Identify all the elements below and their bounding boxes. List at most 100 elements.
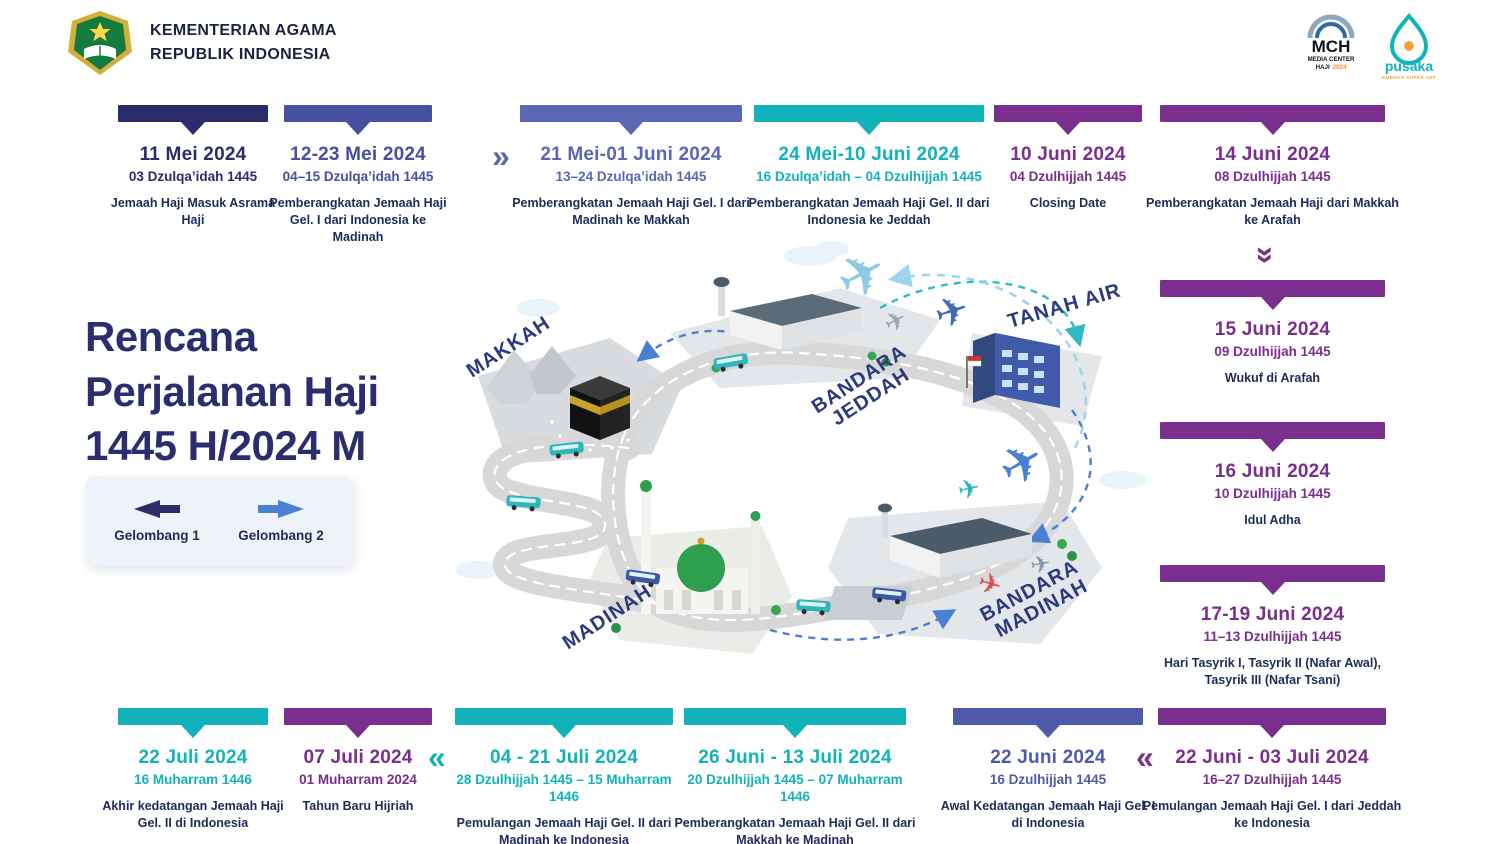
star-icon — [89, 22, 111, 42]
timeline-bar — [994, 105, 1142, 122]
timeline-desc: Tahun Baru Hijriah — [302, 798, 414, 813]
timeline-desc: Pemberangkatan Jemaah Haji dari Makkah k… — [1146, 195, 1399, 227]
plane-icon: ✈ — [929, 286, 974, 338]
madinah-site — [611, 480, 781, 633]
timeline-hijri: 16 Dzulhijjah 1445 — [989, 772, 1107, 787]
timeline-bar — [953, 708, 1143, 725]
control-tower-icon — [878, 503, 892, 513]
timeline-desc: Pemberangkatan Jemaah Haji Gel. II dari … — [674, 815, 916, 844]
indonesia-flag-icon — [966, 356, 982, 388]
timeline-desc: Pemberangkatan Jemaah Haji Gel. I dari M… — [512, 195, 750, 227]
timeline-date: 07 Juli 2024 — [303, 747, 413, 768]
ministry-name-line2: REPUBLIK INDONESIA — [150, 46, 331, 63]
timeline-hijri: 09 Dzulhijjah 1445 — [1214, 344, 1331, 359]
title-line2: Perjalanan Haji — [85, 367, 379, 415]
timeline-item: 21 Mei-01 Juni 2024 13–24 Dzulqa’idah 14… — [512, 105, 750, 229]
timeline-desc: Awal Kedatangan Jemaah Haji Gel. I di In… — [940, 798, 1156, 830]
title-line3: 1445 H/2024 M — [85, 422, 366, 470]
title-line1: Rencana — [85, 313, 257, 360]
timeline-item: 04 - 21 Juli 2024 28 Dzulhijjah 1445 – 1… — [455, 708, 673, 844]
minaret-icon — [751, 520, 760, 614]
timeline-hijri: 08 Dzulhijjah 1445 — [1214, 169, 1331, 184]
timeline-date: 22 Juni - 03 Juli 2024 — [1175, 747, 1369, 768]
timeline-hijri: 16–27 Dzulhijjah 1445 — [1202, 772, 1342, 787]
timeline-date: 16 Juni 2024 — [1214, 461, 1331, 482]
timeline-bar — [1160, 105, 1385, 122]
timeline-hijri: 03 Dzulqa’idah 1445 — [128, 169, 258, 184]
chevron-forward-icon: » — [492, 138, 510, 174]
timeline-bar — [1160, 280, 1385, 297]
legend-label-wave2: Gelombang 2 — [238, 528, 324, 543]
plane-icon: ✈ — [955, 472, 983, 506]
mosque-arches — [664, 590, 741, 610]
mch-line1: MEDIA CENTER — [1308, 56, 1355, 63]
timeline-hijri: 04 Dzulhijjah 1445 — [1009, 169, 1127, 184]
timeline-bar — [684, 708, 906, 725]
mch-acronym: MCH — [1312, 37, 1351, 56]
chevron-back-icon: « — [428, 739, 446, 775]
timeline-bar — [1158, 708, 1386, 725]
timeline-item: 12-23 Mei 2024 04–15 Dzulqa’idah 1445 Pe… — [269, 105, 447, 246]
timeline-desc: Wukuf di Arafah — [1224, 370, 1321, 385]
timeline-item: 11 Mei 2024 03 Dzulqa’idah 1445 Jemaah H… — [111, 105, 275, 229]
timeline-hijri: 04–15 Dzulqa’idah 1445 — [282, 169, 434, 184]
timeline-hijri: 10 Dzulhijjah 1445 — [1214, 486, 1331, 501]
timeline-date: 24 Mei-10 Juni 2024 — [778, 144, 960, 165]
timeline-hijri: 20 Dzulhijjah 1445 – 07 Muharram 1446 — [687, 772, 903, 804]
tanah-air-site — [966, 333, 1060, 408]
timeline-date: 14 Juni 2024 — [1214, 144, 1331, 165]
timeline-date: 15 Juni 2024 — [1214, 319, 1331, 340]
kaaba-icon — [570, 376, 630, 440]
chevron-back-icon: « — [1136, 739, 1154, 775]
timeline-bar — [118, 105, 268, 122]
timeline-date: 21 Mei-01 Juni 2024 — [540, 144, 722, 165]
timeline-desc: Hari Tasyrik I, Tasyrik II (Nafar Awal),… — [1164, 655, 1381, 687]
ministry-name-line1: KEMENTERIAN AGAMA — [150, 22, 337, 39]
left-arrow-icon — [133, 500, 180, 518]
kemenag-header: KEMENTERIAN AGAMA REPUBLIK INDONESIA — [64, 10, 337, 76]
makkah-site — [486, 346, 630, 452]
timeline-bar — [1160, 565, 1385, 582]
timeline-hijri: 16 Dzulqa’idah – 04 Dzulhijjah 1445 — [756, 169, 982, 184]
timeline-date: 11 Mei 2024 — [139, 144, 247, 165]
timeline-item: 26 Juni - 13 Juli 2024 20 Dzulhijjah 144… — [674, 708, 916, 844]
timeline-date: 10 Juni 2024 — [1010, 144, 1126, 165]
pusaka-tagline: KEMENAG SUPER APPS — [1382, 75, 1436, 80]
timeline-item: 22 Juli 2024 16 Muharram 1446 Akhir keda… — [102, 708, 284, 832]
timeline-hijri: 28 Dzulhijjah 1445 – 15 Muharram 1446 — [456, 772, 672, 804]
timeline-desc: Akhir kedatangan Jemaah Haji Gel. II di … — [102, 798, 284, 830]
timeline-bar — [455, 708, 673, 725]
minaret-icon — [641, 490, 651, 614]
legend: Gelombang 1 Gelombang 2 — [85, 476, 353, 566]
timeline-item: 22 Juni 2024 16 Dzulhijjah 1445 Awal Ked… — [941, 708, 1155, 832]
parked-plane-icon: ✈ — [1028, 550, 1052, 580]
timeline-desc: Pemulangan Jemaah Haji Gel. II dari Madi… — [456, 815, 672, 844]
mountain-icon — [486, 350, 542, 404]
control-tower-icon — [713, 277, 730, 287]
timeline-hijri: 01 Muharram 2024 — [299, 772, 417, 787]
timeline-hijri: 16 Muharram 1446 — [134, 772, 252, 787]
pusaka-logo: pusaka KEMENAG SUPER APPS — [1382, 12, 1436, 80]
page-title: Rencana Perjalanan Haji 1445 H/2024 M — [85, 310, 379, 474]
legend-gelombang-1: Gelombang 1 — [114, 499, 200, 543]
timeline-desc: Jemaah Haji Masuk Asrama Haji — [110, 195, 276, 227]
timeline-item: 15 Juni 2024 09 Dzulhijjah 1445 Wukuf di… — [1160, 280, 1385, 387]
chevron-down-icon: » — [1248, 246, 1285, 262]
timeline-hijri: 13–24 Dzulqa’idah 1445 — [555, 169, 707, 184]
timeline-desc: Closing Date — [1029, 195, 1107, 210]
green-dome-icon — [677, 544, 725, 592]
pusaka-name: pusaka — [1385, 58, 1433, 74]
timeline-item: 16 Juni 2024 10 Dzulhijjah 1445 Idul Adh… — [1160, 422, 1385, 529]
timeline-date: 22 Juni 2024 — [990, 747, 1106, 768]
timeline-date: 04 - 21 Juli 2024 — [489, 747, 639, 768]
timeline-date: 22 Juli 2024 — [138, 747, 248, 768]
timeline-bar — [118, 708, 268, 725]
timeline-item: 17-19 Juni 2024 11–13 Dzulhijjah 1445 Ha… — [1160, 565, 1385, 689]
timeline-date: 26 Juni - 13 Juli 2024 — [698, 747, 892, 768]
timeline-desc: Idul Adha — [1244, 512, 1301, 527]
timeline-item: 07 Juli 2024 01 Muharram 2024 Tahun Baru… — [284, 708, 432, 815]
right-arrow-icon — [257, 500, 304, 518]
